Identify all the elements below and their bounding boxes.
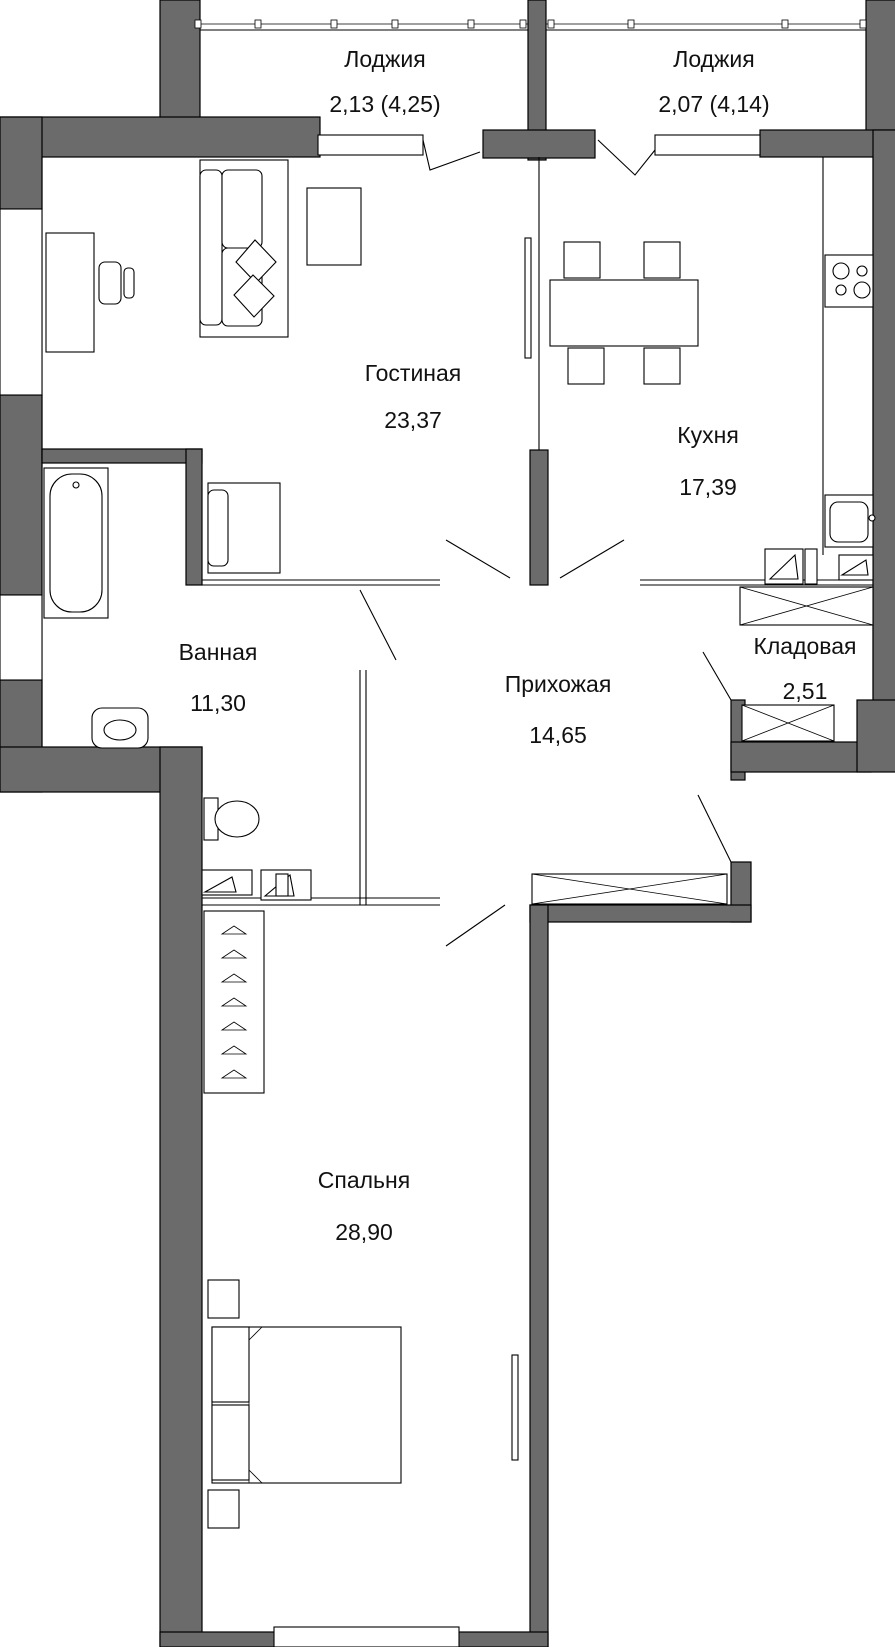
bathtub-icon xyxy=(43,467,109,619)
kitchen-name: Кухня xyxy=(677,422,739,448)
room-labels: Лоджия 2,13 (4,25) Лоджия 2,07 (4,14) Го… xyxy=(179,46,857,1245)
living-area: 23,37 xyxy=(384,407,442,433)
kitchen-area: 17,39 xyxy=(679,474,737,500)
toilet-icon xyxy=(203,797,260,841)
sofa-icon xyxy=(199,159,289,338)
window-icon xyxy=(0,594,43,681)
bathroom-area: 11,30 xyxy=(190,690,246,716)
sink-icon xyxy=(824,494,876,548)
door-icon xyxy=(597,139,656,176)
doors xyxy=(359,139,732,1461)
stove-icon xyxy=(824,254,874,308)
furniture xyxy=(43,159,876,1529)
dining-table-icon xyxy=(549,241,699,385)
window-icon xyxy=(0,208,43,396)
loggia-left-area: 2,13 (4,25) xyxy=(329,91,440,117)
bed-icon xyxy=(207,1279,402,1529)
door-icon xyxy=(445,904,506,947)
window-icon xyxy=(273,1626,460,1647)
loggia-right-area: 2,07 (4,14) xyxy=(658,91,769,117)
wardrobe-icon xyxy=(203,910,265,1094)
window-icon xyxy=(317,134,424,156)
door-icon xyxy=(697,794,732,863)
door-icon xyxy=(422,139,481,171)
bedroom-area: 28,90 xyxy=(335,1219,393,1245)
loggia-right-name: Лоджия xyxy=(673,46,755,72)
desk-icon xyxy=(45,232,135,353)
windows xyxy=(0,19,867,1647)
storage-area: 2,51 xyxy=(783,678,828,704)
armchair-icon xyxy=(207,482,281,574)
door-icon xyxy=(359,589,397,661)
bathroom-name: Ванная xyxy=(179,639,258,665)
window-icon xyxy=(654,134,761,156)
door-icon xyxy=(559,539,625,579)
hallway-area: 14,65 xyxy=(529,722,587,748)
bedroom-name: Спальня xyxy=(318,1167,410,1193)
hallway-name: Прихожая xyxy=(505,671,612,697)
living-name: Гостиная xyxy=(365,360,462,386)
door-icon xyxy=(445,539,511,579)
loggia-left-name: Лоджия xyxy=(344,46,426,72)
washbasin-icon xyxy=(91,707,149,749)
door-icon xyxy=(702,651,732,701)
storage-name: Кладовая xyxy=(753,633,856,659)
